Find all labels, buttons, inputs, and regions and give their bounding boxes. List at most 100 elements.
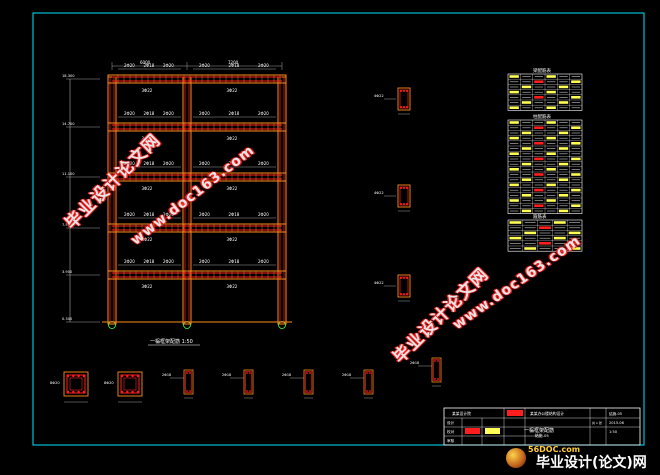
rebar-dot xyxy=(249,390,251,392)
rebar-note: 3Φ22 xyxy=(227,136,238,141)
cell-content xyxy=(521,147,532,150)
cell-content xyxy=(509,168,519,171)
frame-elevation: 2Φ20 2Φ18 2Φ20 3Φ22 2Φ20 2Φ18 2Φ20 3Φ22 2Φ20 2Φ18… xyxy=(62,60,292,346)
rebar-note: 2Φ20 xyxy=(163,63,174,68)
section-outline xyxy=(397,184,411,208)
rebar-note: 3Φ22 xyxy=(142,237,153,242)
elev-label: 14.700 xyxy=(62,122,75,126)
detail-note: 8Φ20 xyxy=(104,381,114,385)
cell-content xyxy=(509,199,519,202)
detail-note: 8Φ20 xyxy=(50,381,60,385)
rebar-dot xyxy=(131,390,134,394)
rebar-dot xyxy=(246,372,248,374)
beam-section-outline xyxy=(243,369,254,395)
dim-text: 6000 xyxy=(140,60,151,65)
rebar-dot xyxy=(131,374,134,378)
rebar-dot xyxy=(309,372,311,374)
dim-text: 7200 xyxy=(228,60,239,65)
column xyxy=(107,76,117,325)
rebar-dot xyxy=(403,106,405,108)
rebar-note: 2Φ20 xyxy=(124,259,135,264)
detail-outline xyxy=(63,371,89,397)
column-detail-1: 8Φ20 xyxy=(50,371,89,403)
rebar-dot xyxy=(400,203,402,205)
cell-content xyxy=(509,236,522,240)
rebar-dot xyxy=(126,374,129,378)
section-stirrup xyxy=(399,89,409,109)
rebar-dot xyxy=(400,187,402,189)
rebar-dot xyxy=(406,293,408,295)
beam-section-2: 2Φ18 xyxy=(222,369,254,399)
cell-content xyxy=(521,162,532,166)
column xyxy=(277,76,287,325)
cell-content xyxy=(571,173,581,176)
logo-text: 毕业设计(论文)网 xyxy=(536,455,647,471)
rebar-note: 2Φ18 xyxy=(144,212,155,217)
column-section-1: 4Φ22 xyxy=(374,87,411,115)
rebar-dot xyxy=(72,374,75,378)
rebar-dot xyxy=(400,293,402,295)
cell-content xyxy=(509,183,519,187)
rebar-dot xyxy=(246,390,248,392)
site-logo: 56DOC.com 毕业设计(论文)网 xyxy=(506,445,660,471)
tb-date: 2015.06 xyxy=(609,421,625,425)
rebar-dot xyxy=(77,374,80,378)
rebar-note: 2Φ20 xyxy=(124,161,135,166)
elev-label: 11.100 xyxy=(62,172,75,176)
section-note: 4Φ22 xyxy=(374,94,384,98)
beam-section-4: 2Φ18 xyxy=(342,369,374,399)
rebar-dot xyxy=(406,203,408,205)
detail-inner xyxy=(69,377,83,391)
column-detail-2: 8Φ20 xyxy=(104,371,143,403)
tb-sign xyxy=(465,428,480,434)
cell-content xyxy=(521,131,532,135)
table-title: 梁配筋表 xyxy=(533,67,551,74)
beam xyxy=(107,122,287,132)
section-stirrup xyxy=(399,276,409,296)
cell-content xyxy=(546,183,556,187)
rebar-dot xyxy=(66,374,70,378)
cell-content xyxy=(521,178,532,181)
rebar-dot xyxy=(369,390,371,392)
rebar-note: 3Φ22 xyxy=(227,186,238,191)
rebar-dot xyxy=(406,187,408,189)
rebar-note: 2Φ20 xyxy=(199,63,210,68)
cell-content xyxy=(521,101,532,104)
rebar-note: 2Φ20 xyxy=(199,161,210,166)
rebar-dot xyxy=(186,372,188,374)
cell-content xyxy=(534,126,544,129)
tb-project: 某某办公楼结构设计 xyxy=(530,411,564,416)
rebar-dot xyxy=(136,390,140,394)
title-block-outline xyxy=(443,407,641,446)
rebar-note: 2Φ20 xyxy=(258,111,269,116)
cell-content xyxy=(558,194,569,197)
cell-content xyxy=(553,221,566,224)
cell-content xyxy=(524,247,537,250)
title-block: 某某设计院某某办公楼结构设计设计校对审核结施-05一榀框架配筋结施-052015… xyxy=(443,407,641,446)
cell-content xyxy=(534,142,544,145)
detail-stirrup xyxy=(66,374,86,394)
rebar-dot xyxy=(437,378,439,380)
beam-section-5: 2Φ18 xyxy=(410,357,442,387)
elev-label: 3.900 xyxy=(62,270,73,274)
cell-content xyxy=(571,96,581,99)
cell-content xyxy=(568,247,581,250)
tb-sign xyxy=(485,428,500,434)
rebar-dot xyxy=(309,390,311,392)
rebar-note: 2Φ18 xyxy=(229,111,240,116)
cell-content xyxy=(546,168,556,171)
tb-approver: 审核 xyxy=(447,438,455,443)
cell-content xyxy=(509,221,522,224)
frame-caption: 一榀框架配筋 1:50 xyxy=(150,338,193,345)
rebar-dot xyxy=(366,390,368,392)
cell-content xyxy=(509,75,519,78)
cell-content xyxy=(534,188,544,192)
cell-content xyxy=(568,231,581,235)
cell-content xyxy=(558,178,569,181)
beam-section-outline xyxy=(303,369,314,395)
beam-note: 2Φ18 xyxy=(410,361,419,365)
rebar-note: 2Φ18 xyxy=(229,259,240,264)
beam-note: 2Φ18 xyxy=(222,373,231,377)
cell-content xyxy=(534,173,544,176)
rebar-note: 3Φ22 xyxy=(227,284,238,289)
